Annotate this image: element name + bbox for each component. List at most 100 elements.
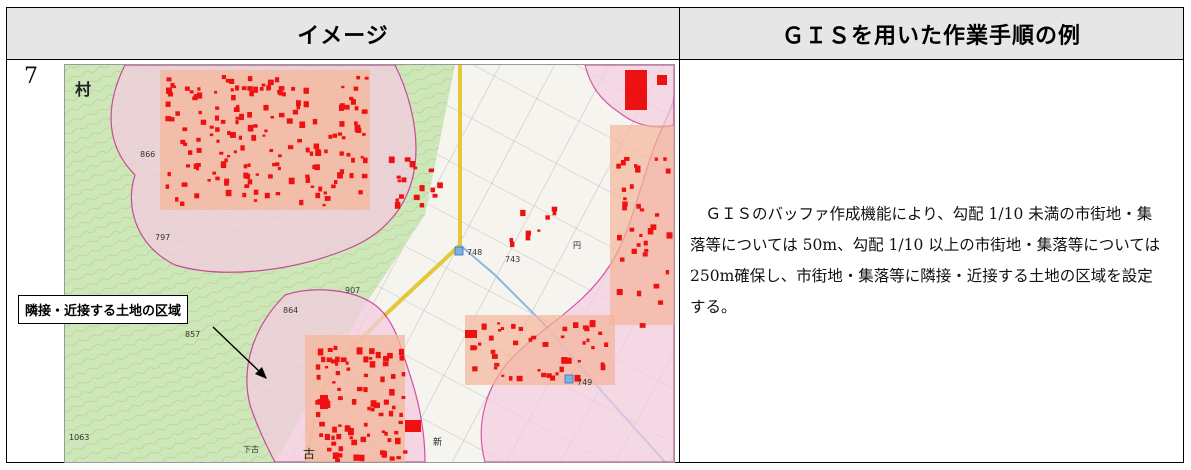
building-footprint: [312, 164, 318, 169]
building-footprint: [170, 82, 175, 88]
building-footprint: [338, 104, 344, 111]
building-footprint: [369, 361, 376, 368]
label-749: 749: [577, 378, 592, 387]
building-footprint: [639, 208, 645, 212]
building-footprint: [192, 96, 198, 101]
building-footprint: [349, 436, 353, 440]
label-907: 907: [345, 286, 360, 295]
building-footprint: [409, 161, 416, 168]
water-tank-marker: [454, 246, 464, 256]
water-tank-marker-2: [564, 374, 574, 384]
building-footprint: [327, 348, 333, 352]
building-footprint: [348, 427, 354, 436]
building-footprint: [180, 201, 185, 206]
building-footprint: [322, 203, 326, 207]
building-footprint: [296, 105, 301, 110]
building-footprint: [253, 124, 258, 128]
building-footprint: [323, 191, 327, 195]
building-footprint: [383, 399, 389, 405]
building-footprint: [361, 173, 368, 179]
building-footprint: [382, 357, 387, 360]
procedure-cell: ＧＩＳのバッファ作成機能により、勾配 1/10 未満の市街地・集落等については …: [679, 59, 1184, 463]
building-footprint: [520, 209, 526, 217]
building-footprint: [227, 130, 231, 136]
building-footprint: [337, 172, 343, 179]
building-footprint: [513, 340, 519, 346]
building-footprint: [247, 124, 254, 132]
building-footprint: [363, 356, 369, 363]
building-footprint: [315, 400, 321, 405]
label-shimofuru: 下古: [243, 444, 259, 454]
building-footprint: [316, 412, 321, 418]
building-footprint: [331, 184, 336, 189]
building-footprint: [277, 166, 281, 171]
building-footprint: [650, 224, 657, 230]
building-footprint: [655, 213, 660, 217]
building-footprint: [363, 373, 369, 378]
building-footprint: [212, 171, 217, 175]
building-footprint: [388, 410, 394, 417]
building-footprint: [335, 371, 341, 376]
building-footprint: [296, 100, 301, 106]
building-footprint: [574, 374, 581, 382]
building-footprint: [399, 194, 404, 199]
building-footprint: [339, 169, 345, 174]
building-footprint: [251, 134, 257, 141]
building-footprint: [224, 158, 228, 163]
building-footprint: [404, 157, 411, 162]
building-footprint: [339, 151, 344, 156]
building-footprint: [299, 199, 304, 206]
building-footprint: [622, 201, 628, 207]
building-footprint: [562, 326, 568, 332]
building-footprint: [335, 356, 340, 363]
building-footprint: [363, 157, 368, 164]
building-footprint: [351, 439, 358, 446]
building-footprint: [183, 142, 188, 147]
building-footprint: [244, 184, 250, 188]
building-footprint: [384, 431, 388, 436]
building-footprint: [303, 87, 309, 94]
building-footprint: [269, 149, 274, 153]
building-footprint: [336, 433, 342, 440]
row-number: 7: [24, 64, 38, 89]
building-footprint: [392, 405, 396, 410]
large-building: [320, 395, 328, 409]
building-footprint: [623, 197, 627, 201]
building-footprint: [542, 342, 549, 347]
building-footprint: [566, 357, 572, 364]
building-footprint: [175, 111, 180, 116]
building-footprint: [166, 87, 172, 94]
building-footprint: [369, 348, 375, 355]
procedure-description: ＧＩＳのバッファ作成機能により、勾配 1/10 未満の市街地・集落等については …: [690, 205, 1160, 316]
building-footprint: [490, 349, 496, 354]
building-footprint: [642, 252, 648, 257]
building-footprint: [215, 127, 220, 132]
building-footprint: [224, 180, 229, 186]
building-footprint: [287, 145, 294, 150]
building-footprint: [375, 351, 381, 359]
building-footprint: [274, 77, 280, 83]
building-footprint: [319, 433, 323, 437]
building-footprint: [328, 134, 333, 139]
building-footprint: [194, 193, 200, 199]
label-743: 743: [505, 255, 520, 264]
building-footprint: [525, 230, 531, 236]
building-footprint: [247, 112, 252, 118]
building-footprint: [491, 354, 498, 359]
building-footprint: [231, 95, 236, 101]
building-footprint: [345, 361, 349, 365]
building-footprint: [577, 359, 581, 363]
image-cell: 7 隣接・近接する土地の区域: [6, 59, 680, 463]
building-footprint: [551, 206, 558, 212]
large-building: [405, 420, 421, 432]
buffer-map: 村 866 797 748 743 907 864 857 749 1063 下…: [65, 65, 674, 462]
building-footprint: [636, 290, 642, 297]
building-footprint: [582, 325, 589, 330]
building-footprint: [546, 373, 552, 378]
building-footprint: [395, 437, 401, 445]
building-footprint: [286, 118, 293, 124]
building-footprint: [586, 338, 590, 343]
building-footprint: [219, 151, 224, 155]
building-footprint: [169, 117, 175, 122]
building-footprint: [360, 458, 365, 462]
